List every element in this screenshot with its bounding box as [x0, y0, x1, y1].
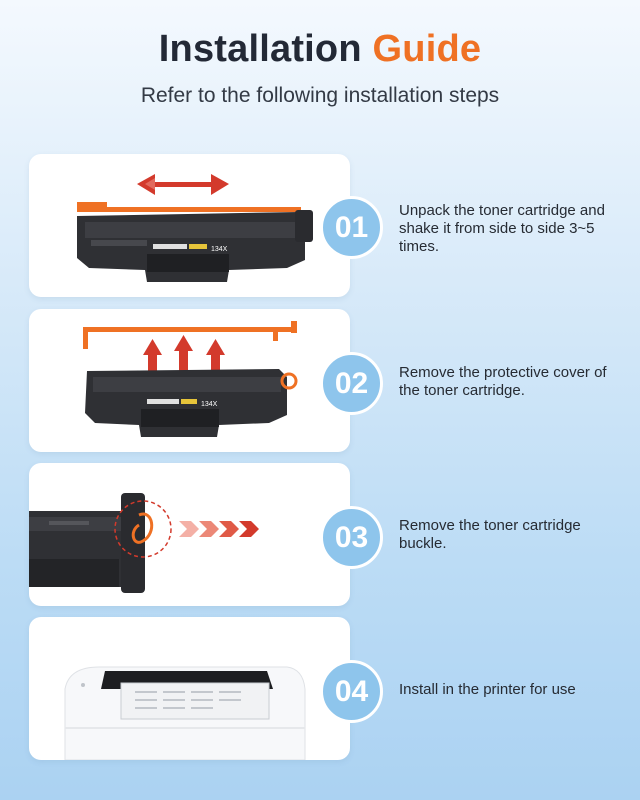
double-arrow-icon: [137, 174, 229, 195]
step-1-number-badge: 01: [320, 196, 383, 259]
toner-cartridge: 134X: [85, 369, 298, 437]
chevron-arrows-icon: [179, 521, 259, 537]
remove-buckle-illustration: [29, 493, 259, 593]
step-2-number-badge: 02: [320, 352, 383, 415]
page-title: Installation Guide: [0, 28, 640, 71]
toner-cartridge-closeup: [29, 493, 145, 593]
toner-cartridge: 134X: [77, 210, 313, 282]
step-1-image-card: 134X: [29, 154, 350, 297]
cartridge-model-label: 134X: [211, 246, 228, 253]
step-2-image-card: 134X: [29, 309, 350, 452]
toner-cartridge-shaking-illustration: 134X: [77, 174, 313, 282]
step-1-instruction: Unpack the toner cartridge and shake it …: [399, 202, 605, 255]
step-3-number-badge: 03: [320, 506, 383, 569]
step-3-instruction: Remove the toner cartridge buckle.: [399, 517, 581, 552]
step-2-instruction: Remove the protective cover of the toner…: [399, 364, 607, 399]
up-arrows-icon: [143, 335, 225, 371]
step-4-number-badge: 04: [320, 660, 383, 723]
protective-cover: [83, 321, 297, 349]
step-3-image-card: [29, 463, 350, 606]
cartridge-model-label: 134X: [201, 401, 218, 408]
step-4-instruction: Install in the printer for use: [399, 681, 576, 698]
title-main: Installation: [158, 28, 362, 70]
laser-printer: [64, 666, 306, 760]
printer-illustration: [64, 666, 306, 760]
orange-cover: [77, 207, 301, 212]
step-4-image-card: [29, 617, 350, 760]
remove-cover-illustration: 134X: [83, 321, 298, 437]
buckle-highlight: [114, 500, 172, 558]
page-subtitle: Refer to the following installation step…: [140, 84, 500, 107]
title-accent: Guide: [372, 28, 482, 70]
